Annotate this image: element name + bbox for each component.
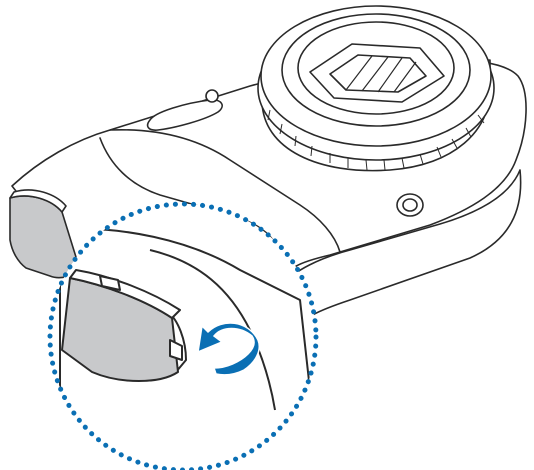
tripod-socket — [396, 193, 424, 217]
zoom-cover-tab — [99, 275, 121, 291]
zoom-detail — [50, 204, 316, 470]
curved-arrow-push-icon — [197, 322, 260, 376]
zoom-cover-hinge — [169, 339, 183, 361]
flash-dot — [205, 89, 219, 103]
lens-knurl-ticks — [267, 109, 485, 171]
cover-edge — [9, 189, 67, 213]
lens-assembly — [257, 5, 495, 172]
dotted-zoom-circle — [47, 201, 319, 470]
speaker-slot — [146, 99, 223, 131]
lens-shutter-lines — [345, 55, 417, 93]
top-panel-line — [109, 128, 341, 253]
